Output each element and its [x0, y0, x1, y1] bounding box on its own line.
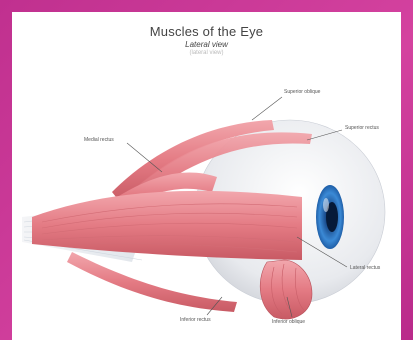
- label-superior-oblique: Superior oblique: [284, 89, 320, 95]
- label-lateral-rectus: Lateral rectus: [350, 265, 380, 271]
- diagram-panel: Muscles of the Eye Lateral view (lateral…: [12, 12, 401, 340]
- label-superior-rectus: Superior rectus: [345, 125, 379, 131]
- label-inferior-oblique: Inferior oblique: [272, 319, 305, 325]
- leader-superior-oblique: [252, 97, 282, 120]
- label-inferior-rectus: Inferior rectus: [180, 317, 211, 323]
- label-medial-rectus: Medial rectus: [84, 137, 114, 143]
- eye-muscles-illustration: [12, 12, 401, 340]
- cornea-highlight: [323, 198, 329, 212]
